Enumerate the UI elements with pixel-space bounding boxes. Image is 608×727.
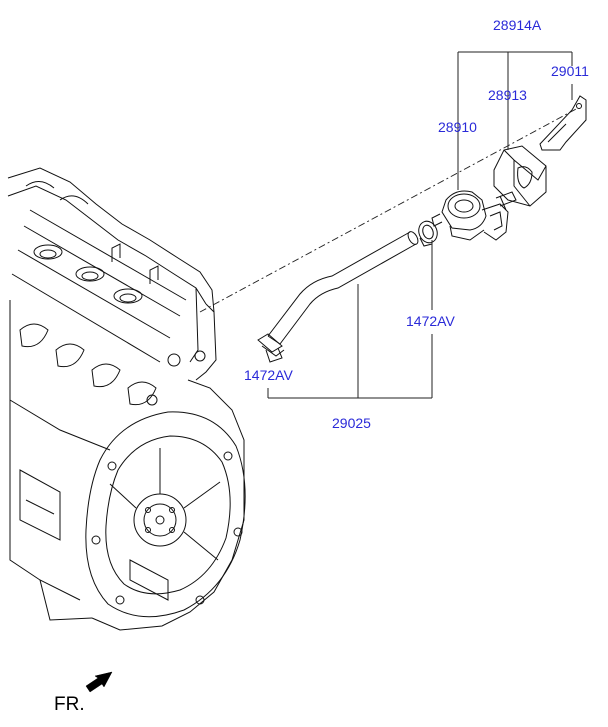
front-arrow-icon [85, 671, 113, 693]
callout-1472av-right: 1472AV [406, 313, 455, 329]
bracket-drawing [539, 95, 587, 151]
engine-block-drawing [7, 167, 246, 631]
front-label: FR. [54, 694, 85, 715]
alignment-line [199, 107, 579, 313]
callout-29011: 29011 [551, 63, 589, 79]
callout-28910: 28910 [438, 119, 477, 135]
left-clamp-drawing [257, 333, 285, 363]
callout-1472av-left: 1472AV [244, 367, 293, 383]
valve-drawing [431, 190, 517, 241]
callout-28914a: 28914A [493, 17, 542, 33]
right-clamp-drawing [418, 220, 438, 247]
leader-lines [267, 51, 573, 399]
callout-29025: 29025 [332, 415, 371, 431]
callout-28913: 28913 [488, 87, 527, 103]
cover-drawing [493, 145, 547, 207]
hose-drawing [267, 231, 419, 345]
